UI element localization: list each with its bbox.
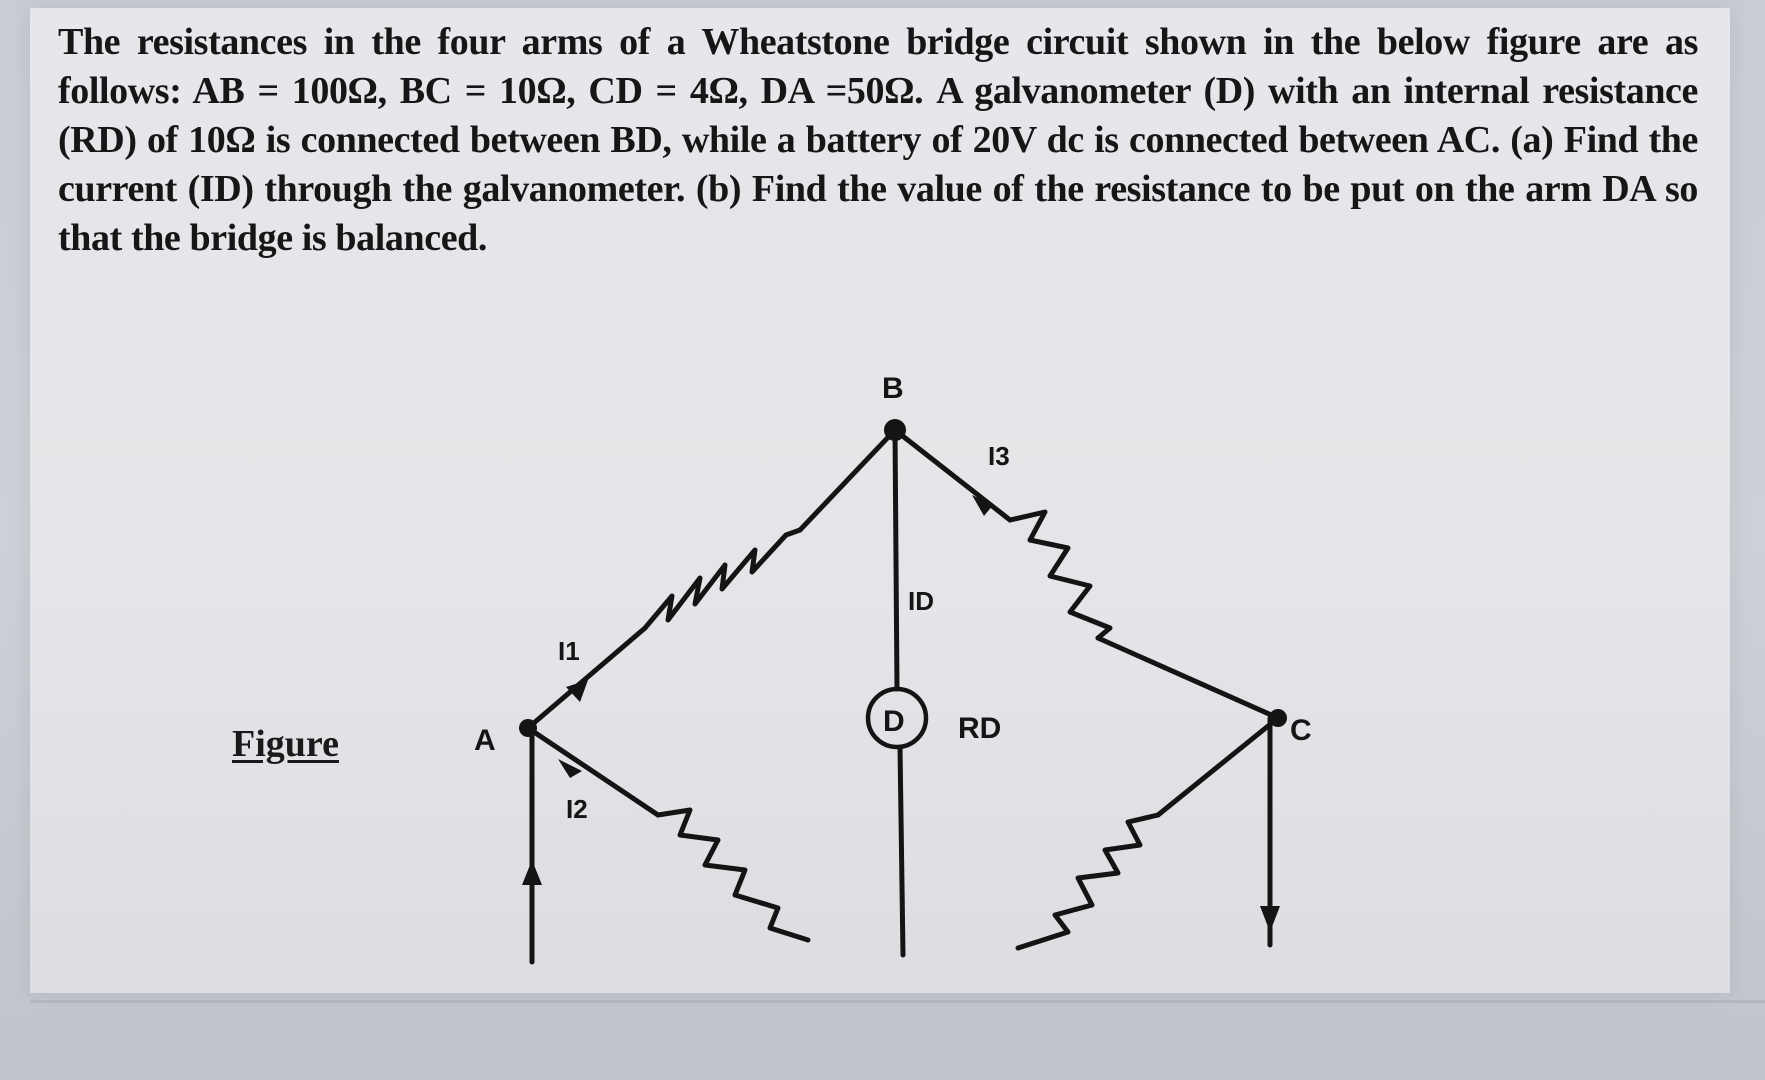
arm-cd-wire <box>1155 715 1281 818</box>
galvanometer-wire-lower <box>897 744 906 958</box>
arrow-i2 <box>558 759 582 778</box>
current-label-i3: I3 <box>988 441 1010 471</box>
question-text: The resistances in the four arms of a Wh… <box>58 21 1698 259</box>
arrow-i3 <box>972 495 993 516</box>
arm-ab-wire-lower <box>525 625 648 731</box>
resistor-ad <box>655 807 811 943</box>
arrow-a-up <box>522 860 542 885</box>
node-label-b: B <box>882 372 904 405</box>
bottom-divider <box>30 1000 1765 1003</box>
galvanometer-resistance-label: RD <box>958 712 1001 745</box>
arrow-c-down <box>1260 906 1280 932</box>
node-a <box>519 719 537 737</box>
current-label-i1: I1 <box>558 636 580 666</box>
arm-ad-wire <box>525 725 661 818</box>
current-label-id: ID <box>908 586 934 616</box>
node-c <box>1269 709 1287 727</box>
galvanometer-symbol <box>865 686 929 750</box>
arm-ab-wire-upper <box>797 427 898 533</box>
galvanometer-label: D <box>883 705 905 738</box>
galvanometer-wire-upper <box>892 427 900 692</box>
current-label-i2: I2 <box>566 794 588 824</box>
node-label-a: A <box>474 724 496 757</box>
resistor-ab <box>642 527 803 631</box>
node-label-c: C <box>1290 714 1312 747</box>
resistor-bc <box>1007 509 1113 641</box>
resistor-cd <box>1015 812 1161 951</box>
paper-page <box>30 8 1730 993</box>
node-b <box>884 419 906 441</box>
figure-label: Figure <box>232 723 339 765</box>
arrow-i1 <box>566 680 588 702</box>
arm-bc-wire-lower <box>1095 635 1281 721</box>
